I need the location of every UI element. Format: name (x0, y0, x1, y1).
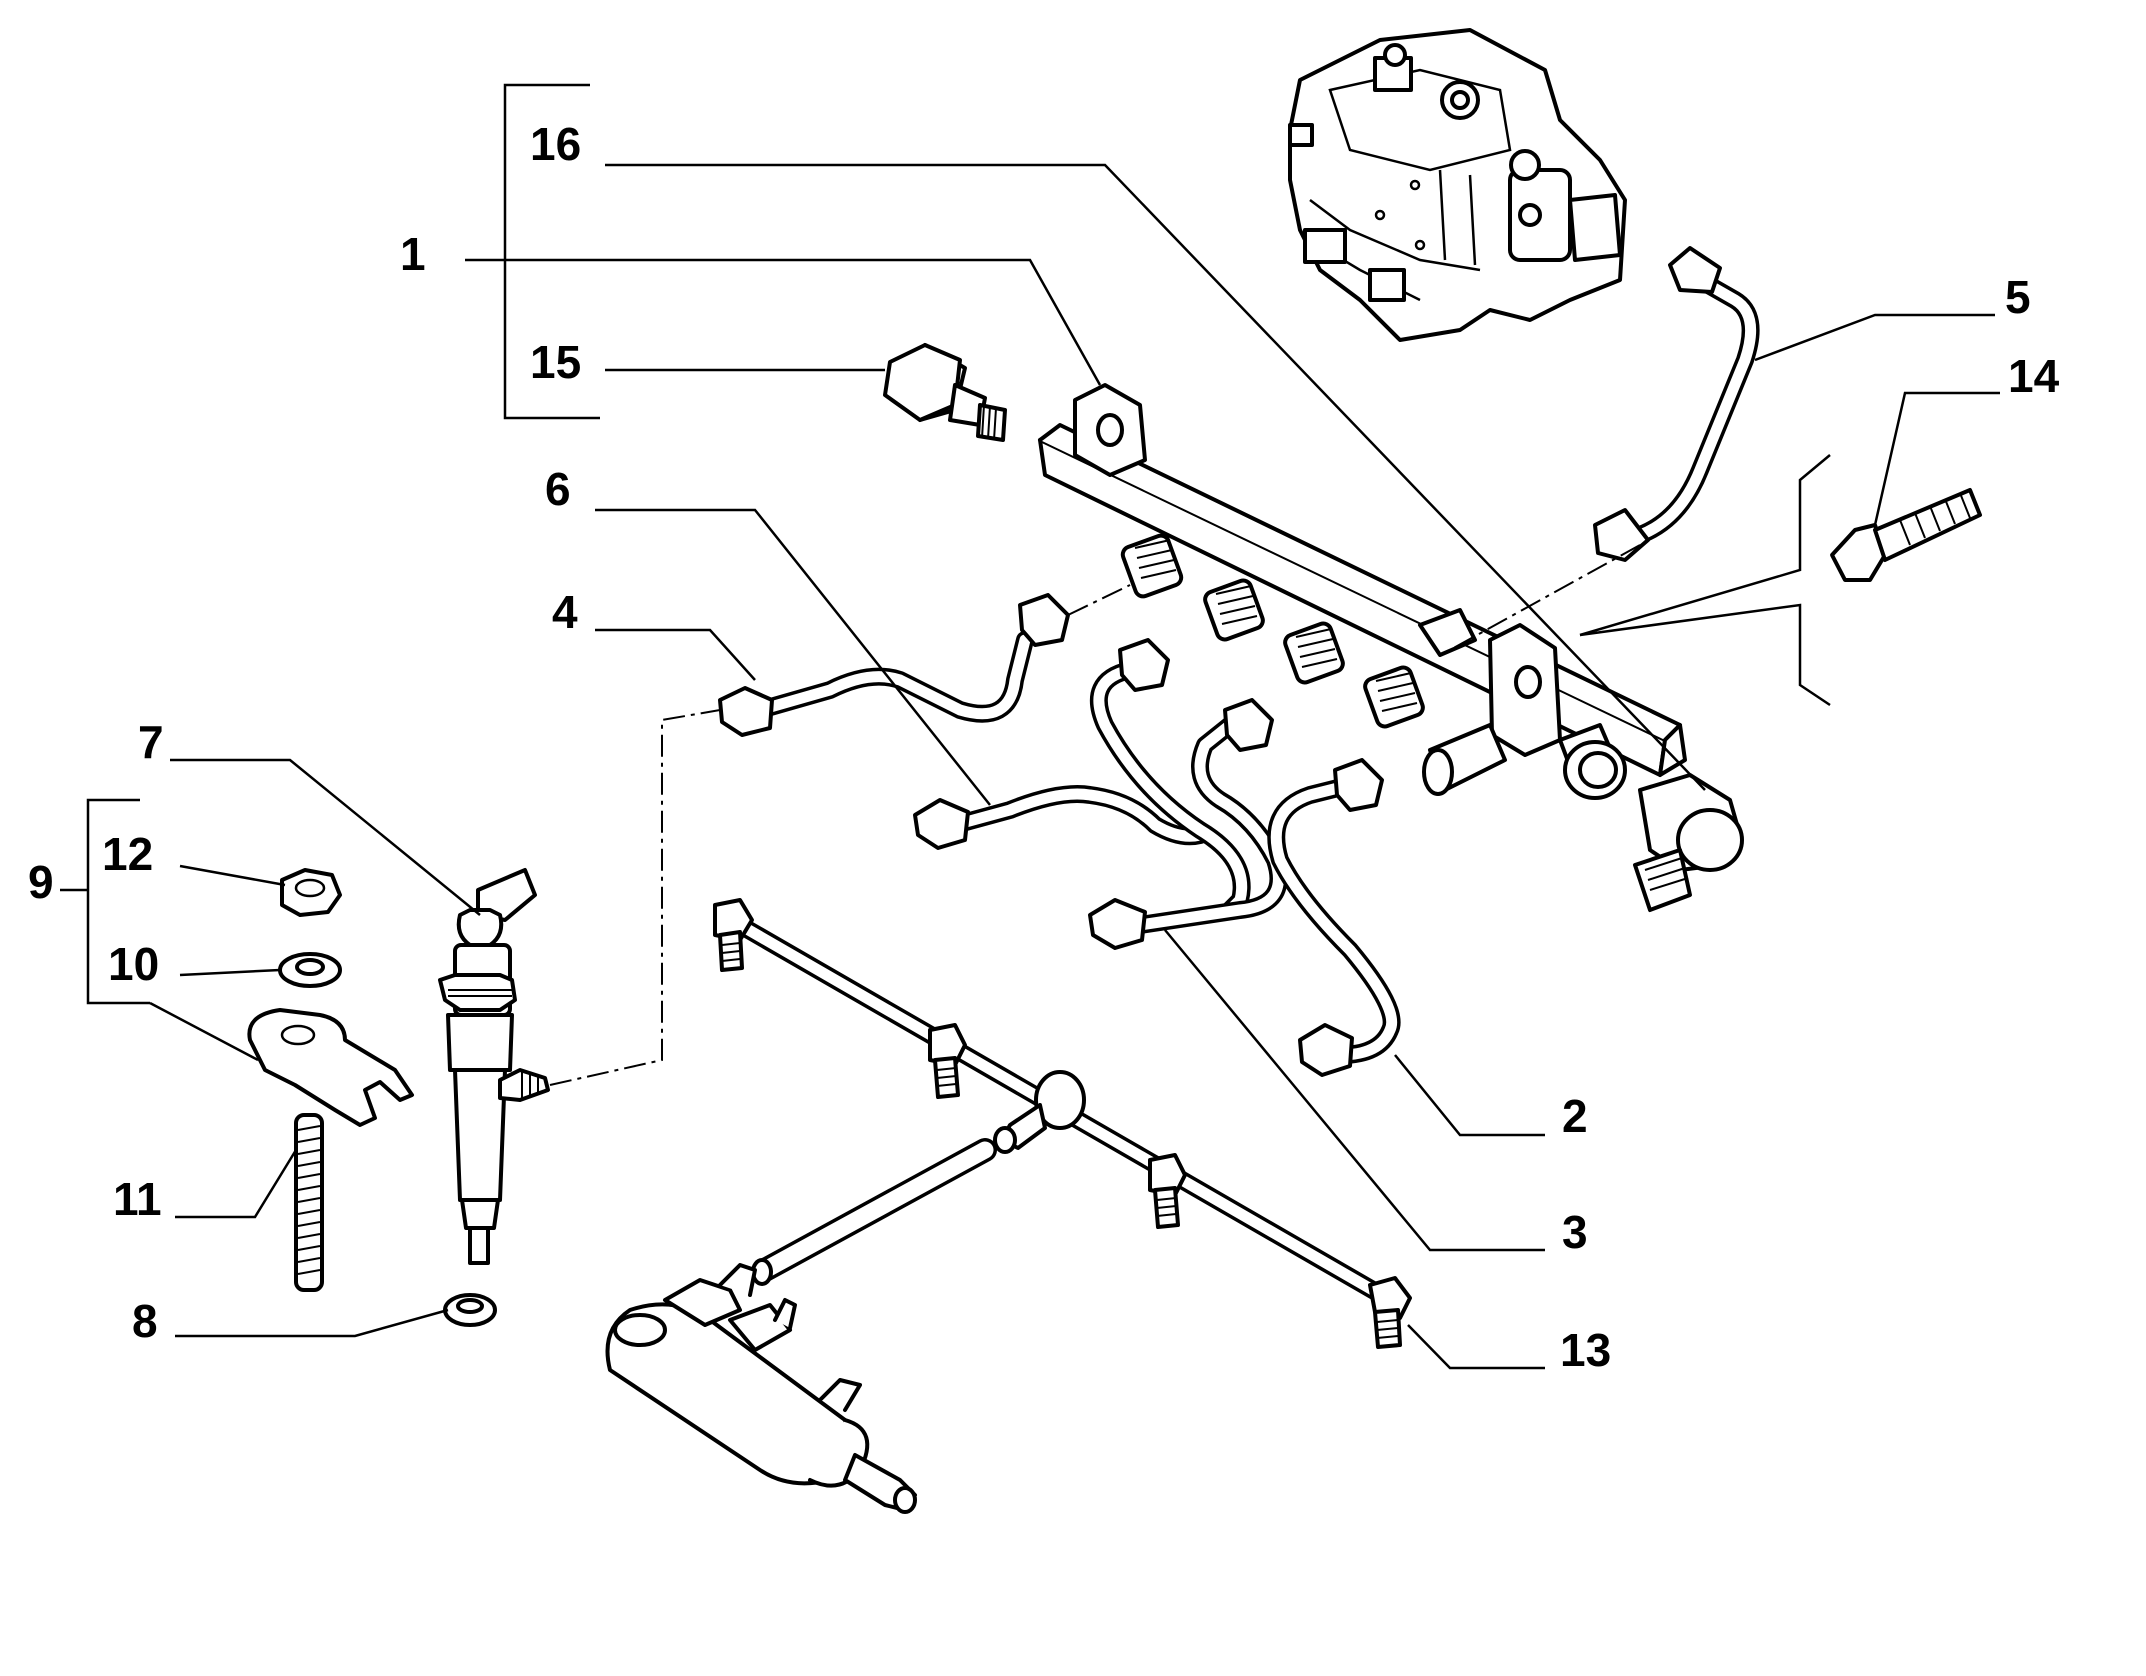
washer-8 (443, 1293, 497, 1327)
high-pressure-pump (1288, 28, 1627, 342)
callout-6: 6 (545, 463, 571, 515)
callout-12: 12 (102, 828, 153, 880)
pipe-5 (1449, 246, 1760, 651)
callout-3: 3 (1562, 1206, 1588, 1258)
washer-10 (278, 952, 342, 988)
callout-4: 4 (552, 586, 578, 638)
bracket-group-9 (60, 798, 150, 1005)
callout-5: 5 (2005, 271, 2031, 323)
bolt-14 (1830, 488, 1982, 582)
rail-outlet-3 (1283, 621, 1345, 685)
rail-outlet-2 (1203, 578, 1265, 642)
fuel-rail (1038, 383, 1687, 800)
pipe-6 (913, 638, 1251, 919)
clamp (247, 1008, 414, 1127)
break-mark (1579, 454, 1831, 707)
pressure-sensor-15 (883, 343, 1007, 442)
callout-14: 14 (2008, 350, 2060, 402)
stud-11 (294, 1113, 324, 1292)
rail-outlet-4 (1363, 665, 1425, 729)
callout-2: 2 (1562, 1090, 1588, 1142)
pipe-2 (1267, 758, 1401, 1077)
callout-13: 13 (1560, 1324, 1611, 1376)
callout-15: 15 (530, 336, 581, 388)
callout-1: 1 (400, 228, 426, 280)
callout-7: 7 (138, 716, 164, 768)
callout-16: 16 (530, 118, 581, 170)
nut-12 (280, 868, 342, 917)
injector-7 (438, 709, 721, 1265)
callout-9: 9 (28, 856, 54, 908)
return-line-13 (713, 898, 1412, 1349)
callout-11: 11 (113, 1173, 162, 1225)
callout-10: 10 (108, 938, 159, 990)
rail-outlet-1 (1120, 533, 1184, 599)
callout-8: 8 (132, 1295, 158, 1347)
leader-lines (149, 163, 2000, 1370)
fuel-filter-body (605, 1263, 917, 1514)
pipe-4 (718, 584, 1131, 737)
bracket-group-1 (503, 83, 600, 420)
callout-labels: 1 16 15 6 4 5 14 7 9 12 10 11 8 2 3 13 (28, 118, 2060, 1376)
pipe-3 (1088, 698, 1288, 950)
pressure-regulator-16 (1633, 773, 1744, 912)
return-hose (751, 1138, 997, 1286)
